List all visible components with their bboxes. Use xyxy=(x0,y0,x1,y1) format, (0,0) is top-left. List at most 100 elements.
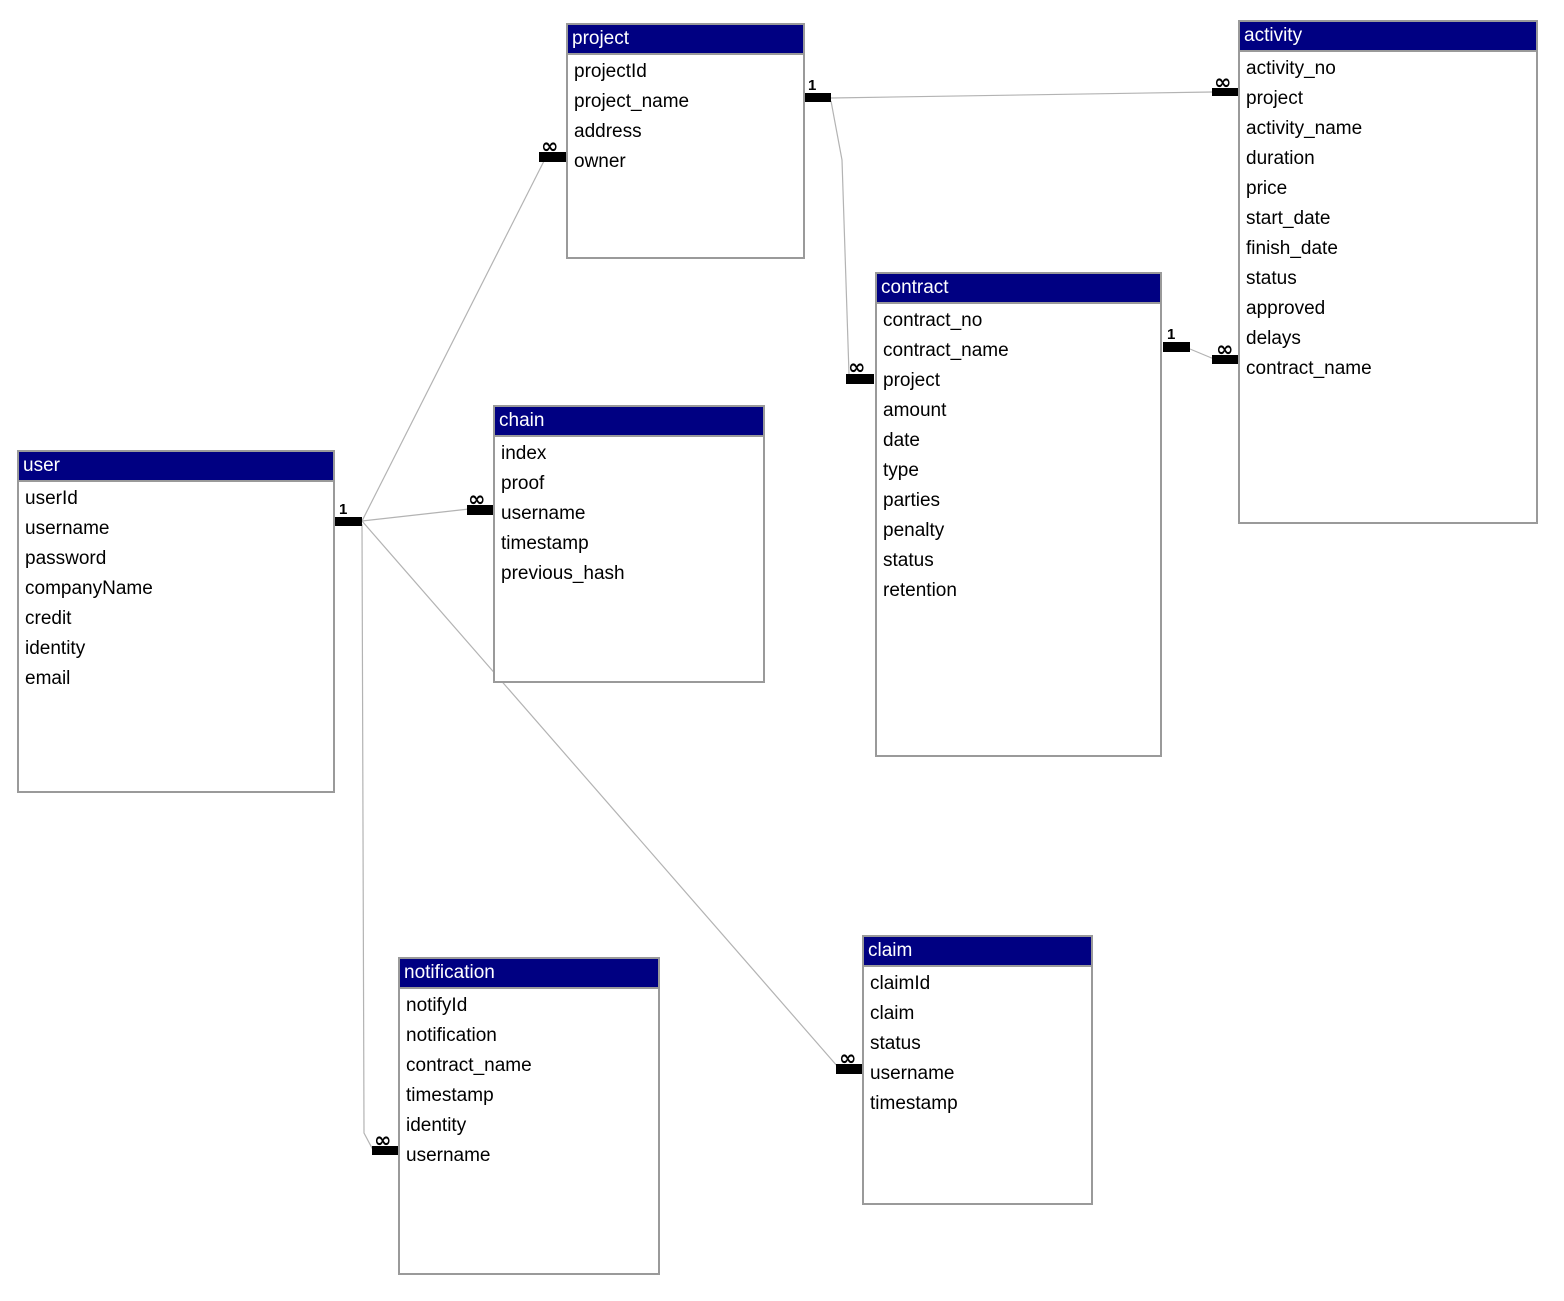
field-companyName[interactable]: companyName xyxy=(25,578,153,599)
field-proof[interactable]: proof xyxy=(501,473,545,494)
field-contract_no[interactable]: contract_no xyxy=(883,310,983,331)
field-retention[interactable]: retention xyxy=(883,580,957,601)
entity-activity[interactable]: activity activity_no project activity_na… xyxy=(1238,20,1538,524)
cardinality-bar-activity-many-bottom xyxy=(1212,355,1238,364)
field-date[interactable]: date xyxy=(883,430,920,451)
relationship-line-contract-activity[interactable] xyxy=(1189,348,1215,360)
entity-title: contract xyxy=(881,277,949,298)
field-activity_name[interactable]: activity_name xyxy=(1246,118,1363,139)
field-notifyId[interactable]: notifyId xyxy=(406,995,468,1016)
field-identity[interactable]: identity xyxy=(406,1115,467,1136)
cardinality-bar-activity-many-top xyxy=(1212,88,1238,96)
entity-claim-header[interactable]: claim xyxy=(864,937,1091,967)
entity-claim-fields: claimId claim status username timestamp xyxy=(864,967,1091,1119)
cardinality-label-chain-many: ∞ xyxy=(468,487,486,511)
entity-user[interactable]: user userId username password companyNam… xyxy=(17,450,335,793)
field-approved[interactable]: approved xyxy=(1246,298,1326,319)
cardinality-label-claim-many: ∞ xyxy=(839,1046,857,1070)
field-claimId[interactable]: claimId xyxy=(870,973,931,994)
entity-user-fields: userId username password companyName cre… xyxy=(19,482,333,694)
field-type[interactable]: type xyxy=(883,460,919,481)
field-previous_hash[interactable]: previous_hash xyxy=(501,563,625,584)
entity-title: chain xyxy=(499,410,545,431)
cardinality-label-contract-one: 1 xyxy=(1167,326,1175,343)
cardinality-bar-claim-many xyxy=(836,1064,862,1074)
field-timestamp[interactable]: timestamp xyxy=(501,533,589,554)
entity-title: activity xyxy=(1244,25,1303,46)
field-timestamp[interactable]: timestamp xyxy=(870,1093,958,1114)
entity-notification[interactable]: notification notifyId notification contr… xyxy=(398,957,660,1275)
entity-contract-fields: contract_no contract_name project amount… xyxy=(877,304,1160,606)
field-contract_name[interactable]: contract_name xyxy=(406,1055,532,1076)
cardinality-label-project-many: ∞ xyxy=(541,134,559,158)
field-price[interactable]: price xyxy=(1246,178,1288,199)
cardinality-bar-notification-many xyxy=(372,1146,398,1155)
field-owner[interactable]: owner xyxy=(574,151,626,172)
cardinality-bar-user-one xyxy=(335,517,362,526)
field-status[interactable]: status xyxy=(870,1033,921,1054)
entity-project-header[interactable]: project xyxy=(568,25,803,55)
field-identity[interactable]: identity xyxy=(25,638,86,659)
field-username[interactable]: username xyxy=(25,518,110,539)
field-contract_name[interactable]: contract_name xyxy=(1246,358,1372,379)
field-status[interactable]: status xyxy=(883,550,934,571)
field-delays[interactable]: delays xyxy=(1246,328,1301,349)
entity-chain-header[interactable]: chain xyxy=(495,407,763,437)
relationship-line-user-notification[interactable] xyxy=(361,523,374,1151)
field-status[interactable]: status xyxy=(1246,268,1297,289)
entity-chain-fields: index proof username timestamp previous_… xyxy=(495,437,763,589)
field-index[interactable]: index xyxy=(501,443,547,464)
entity-contract[interactable]: contract contract_no contract_name proje… xyxy=(875,272,1162,757)
field-project[interactable]: project xyxy=(1246,88,1304,109)
field-amount[interactable]: amount xyxy=(883,400,947,421)
field-notification[interactable]: notification xyxy=(406,1025,497,1046)
cardinality-bar-project-many xyxy=(539,152,566,162)
cardinality-label-project-one: 1 xyxy=(808,77,816,94)
field-timestamp[interactable]: timestamp xyxy=(406,1085,494,1106)
field-password[interactable]: password xyxy=(25,548,107,569)
field-start_date[interactable]: start_date xyxy=(1246,208,1331,229)
relationship-line-user-claim[interactable] xyxy=(361,520,839,1068)
field-project[interactable]: project xyxy=(883,370,941,391)
relationship-line-user-project[interactable] xyxy=(361,158,546,522)
field-username[interactable]: username xyxy=(501,503,586,524)
entity-contract-header[interactable]: contract xyxy=(877,274,1160,304)
cardinality-label-activity-many-bottom: ∞ xyxy=(1216,337,1234,361)
entity-title: user xyxy=(23,455,60,476)
field-contract_name[interactable]: contract_name xyxy=(883,340,1009,361)
entity-title: claim xyxy=(868,940,913,961)
field-penalty[interactable]: penalty xyxy=(883,520,945,541)
field-userId[interactable]: userId xyxy=(25,488,78,509)
field-credit[interactable]: credit xyxy=(25,608,72,629)
field-activity_no[interactable]: activity_no xyxy=(1246,58,1336,79)
field-project_name[interactable]: project_name xyxy=(574,91,690,112)
field-email[interactable]: email xyxy=(25,668,71,689)
entity-chain[interactable]: chain index proof username timestamp pre… xyxy=(493,405,765,683)
relationship-line-project-contract[interactable] xyxy=(830,100,850,375)
field-projectId[interactable]: projectId xyxy=(574,61,647,82)
field-username[interactable]: username xyxy=(870,1063,955,1084)
field-parties[interactable]: parties xyxy=(883,490,941,511)
entity-activity-fields: activity_no project activity_name durati… xyxy=(1240,52,1536,384)
cardinality-label-notification-many: ∞ xyxy=(374,1128,392,1152)
entity-title: notification xyxy=(404,962,495,983)
cardinality-label-user-one: 1 xyxy=(339,501,347,518)
field-address[interactable]: address xyxy=(574,121,642,142)
cardinality-bar-contract-many xyxy=(846,374,874,384)
cardinality-bar-project-one xyxy=(805,93,831,102)
cardinality-bar-chain-many xyxy=(467,505,493,515)
field-duration[interactable]: duration xyxy=(1246,148,1315,169)
field-claim[interactable]: claim xyxy=(870,1003,915,1024)
entity-claim[interactable]: claim claimId claim status username time… xyxy=(862,935,1093,1205)
cardinality-bar-contract-one xyxy=(1163,342,1190,352)
field-username[interactable]: username xyxy=(406,1145,491,1166)
entity-notification-header[interactable]: notification xyxy=(400,959,658,989)
entity-activity-header[interactable]: activity xyxy=(1240,22,1536,52)
field-finish_date[interactable]: finish_date xyxy=(1246,238,1338,259)
entity-user-header[interactable]: user xyxy=(19,452,333,482)
entity-project[interactable]: project projectId project_name address o… xyxy=(566,23,805,259)
relationship-line-project-activity[interactable] xyxy=(830,91,1213,99)
relationship-line-user-chain[interactable] xyxy=(361,508,470,522)
